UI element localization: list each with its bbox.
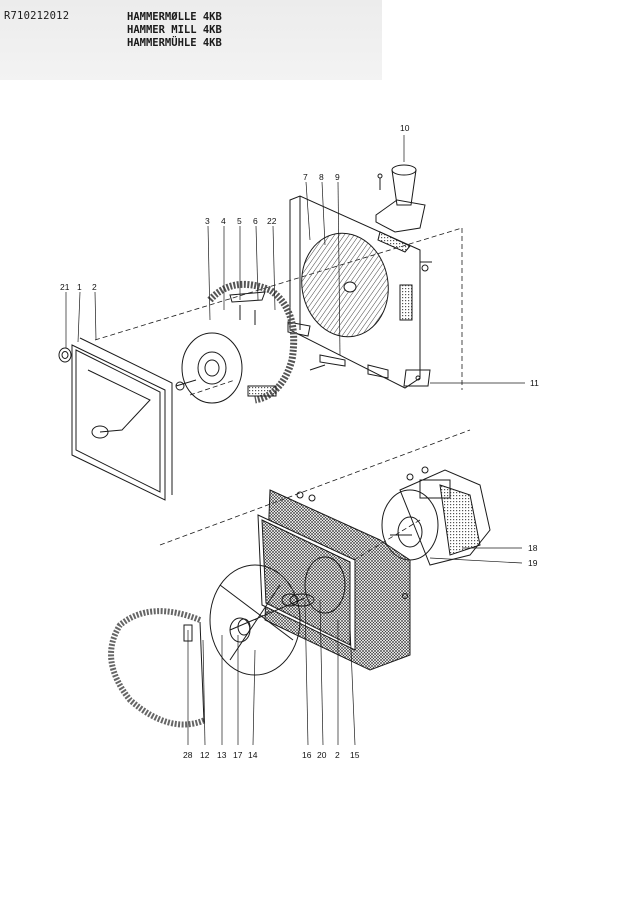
label-6: 6 bbox=[253, 216, 258, 226]
label-11: 11 bbox=[530, 378, 539, 388]
part-labels: 10 7 8 9 3 4 5 6 22 21 1 2 11 18 19 28 1… bbox=[60, 123, 539, 760]
label-21: 21 bbox=[60, 282, 70, 292]
label-12: 12 bbox=[200, 750, 210, 760]
label-10: 10 bbox=[400, 123, 410, 133]
label-4: 4 bbox=[221, 216, 226, 226]
document-code: R710212012 bbox=[4, 10, 70, 22]
label-16: 16 bbox=[302, 750, 312, 760]
label-2-front: 2 bbox=[92, 282, 97, 292]
label-14: 14 bbox=[248, 750, 258, 760]
screen-ring bbox=[108, 608, 207, 728]
label-22: 22 bbox=[267, 216, 277, 226]
label-19: 19 bbox=[528, 558, 538, 568]
electric-motor bbox=[381, 466, 491, 566]
title-german: HAMMERMÜHLE 4KB bbox=[127, 37, 222, 49]
rear-housing-plate bbox=[257, 489, 411, 671]
label-3: 3 bbox=[205, 216, 210, 226]
label-15: 15 bbox=[350, 750, 360, 760]
label-2-rear: 2 bbox=[335, 750, 340, 760]
title-english: HAMMER MILL 4KB bbox=[127, 24, 222, 36]
label-18: 18 bbox=[528, 543, 538, 553]
label-13: 13 bbox=[217, 750, 227, 760]
label-1: 1 bbox=[77, 282, 82, 292]
title-block: HAMMERMØLLE 4KB HAMMER MILL 4KB HAMMERMÜ… bbox=[127, 11, 222, 50]
rotor-screen-cage bbox=[175, 280, 298, 404]
title-danish: HAMMERMØLLE 4KB bbox=[127, 11, 222, 23]
inlet-hopper-part-10 bbox=[375, 164, 426, 233]
label-20: 20 bbox=[317, 750, 327, 760]
label-9: 9 bbox=[335, 172, 340, 182]
label-5: 5 bbox=[237, 216, 242, 226]
label-28: 28 bbox=[183, 750, 193, 760]
front-cover-plate bbox=[58, 337, 173, 501]
label-7: 7 bbox=[303, 172, 308, 182]
label-8: 8 bbox=[319, 172, 324, 182]
mounting-brackets bbox=[287, 321, 431, 387]
label-17: 17 bbox=[233, 750, 243, 760]
header-paper-shade bbox=[0, 0, 382, 80]
leader-lines bbox=[65, 135, 525, 746]
housing-frame bbox=[289, 195, 432, 389]
